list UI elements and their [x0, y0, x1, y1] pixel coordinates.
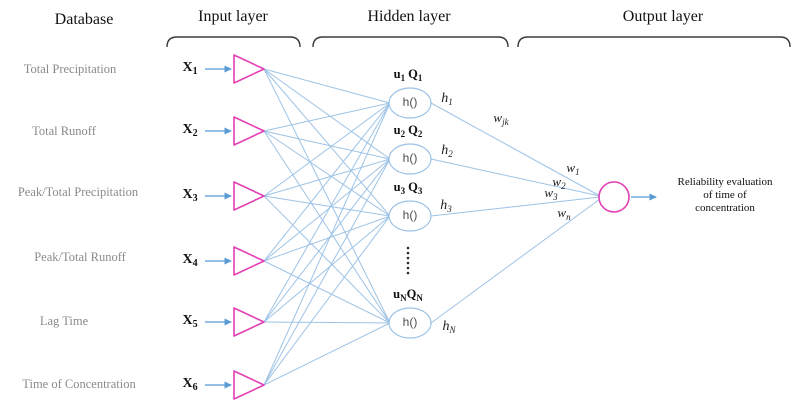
hidden-output-label: h1: [441, 91, 453, 107]
database-item: Time of Concentration: [22, 377, 136, 391]
column-header-database: Database: [54, 11, 114, 28]
hidden-node-circles: [388, 87, 432, 339]
weight-label-wjk: wjk: [493, 110, 509, 127]
input-node-label: X4: [182, 252, 198, 269]
input-node-label: X6: [182, 376, 198, 393]
column-header-output-layer: Output layer: [622, 8, 704, 25]
database-item: Peak/Total Runoff: [34, 250, 126, 264]
output-node-circle: [598, 181, 630, 213]
output-result-text: Reliability evaluation of time of concen…: [665, 176, 785, 215]
hidden-node-function: h(): [402, 208, 418, 222]
database-item: Total Runoff: [32, 124, 96, 138]
hidden-output-connections: [430, 102, 601, 324]
input-node-label: X2: [182, 122, 198, 139]
weight-label-wn: wn: [557, 205, 571, 222]
vertical-ellipsis-dots: [406, 246, 410, 275]
hidden-node-uq-label: uNQN: [393, 287, 423, 303]
hidden-node-function: h(): [402, 315, 418, 329]
hidden-output-label: h3: [440, 198, 452, 214]
database-item: Peak/Total Precipitation: [17, 185, 139, 199]
weight-label-w1: w1: [566, 160, 580, 177]
column-header-input-layer: Input layer: [198, 8, 268, 25]
hidden-output-label: hN: [442, 319, 456, 335]
database-item: Total Precipitation: [23, 62, 117, 76]
hidden-node-function: h(): [402, 95, 418, 109]
database-item: Lag Time: [39, 314, 89, 328]
input-triangles: [233, 54, 265, 400]
weight-label-w3: w3: [544, 185, 558, 202]
input-hidden-connections: [263, 68, 391, 386]
column-header-hidden-layer: Hidden layer: [367, 8, 451, 25]
output-result-line: Reliability evaluation: [677, 176, 773, 188]
weight-label-w2: w2: [552, 174, 566, 191]
hidden-node-function: h(): [402, 151, 418, 165]
layer-brackets: [166, 36, 791, 48]
output-result-line: concentration: [695, 202, 755, 214]
input-arrows: [205, 65, 232, 389]
input-node-label: X5: [182, 313, 198, 330]
input-node-label: X3: [182, 187, 198, 204]
input-node-label: X1: [182, 60, 198, 77]
hidden-output-label: h2: [441, 143, 453, 159]
output-result-line: of time of: [703, 189, 747, 201]
